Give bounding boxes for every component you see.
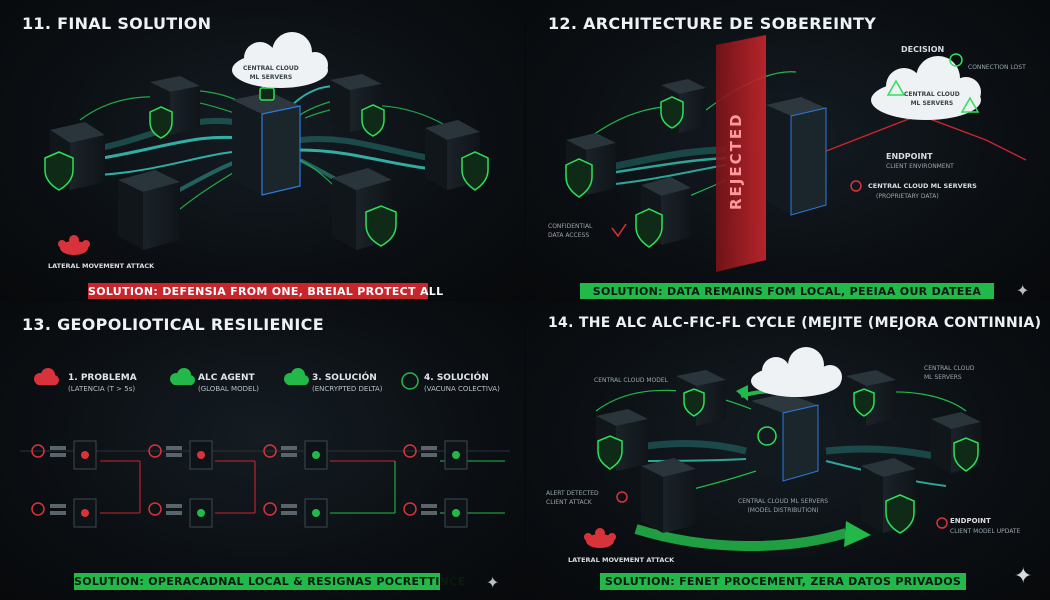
- endpoint-label: ENDPOINT: [886, 152, 933, 161]
- shield-icon: [461, 151, 489, 191]
- step-2: ALC AGENT(GLOBAL MODEL): [198, 373, 260, 393]
- right-label: CENTRAL CLOUD ML SERVERS: [924, 365, 975, 381]
- solution-banner: SOLUTION: DATA REMAINS FOM LOCAL, PEEIAA…: [580, 283, 994, 299]
- shield-icon: [361, 104, 385, 137]
- sparkle-icon: ✦: [1014, 564, 1033, 589]
- server-rack: [661, 79, 706, 133]
- flow-connectors: [20, 450, 510, 514]
- central-server: [766, 97, 827, 216]
- warning-icon: [960, 96, 980, 113]
- flow-node: [263, 498, 328, 528]
- panel-geopolitical-resilience: 13. GEOPOLIOTICAL RESILIENICE 1. PROBLEM…: [0, 301, 524, 600]
- flow-node: [403, 498, 468, 528]
- flow-node: [31, 498, 97, 528]
- panel-final-solution: 11. FINAL SOLUTION CENTRAL CLOUD ML SERV…: [0, 0, 524, 299]
- cloud-label: CENTRAL CLOUD ML SERVERS: [904, 91, 960, 107]
- cloud-label: CENTRAL CLOUD ML SERVERS: [243, 65, 299, 81]
- cloud-icon: [284, 368, 309, 385]
- decision-note: CONNECTION LOST: [968, 64, 1026, 71]
- cloud-icon: [34, 368, 59, 385]
- shield-icon: [365, 205, 397, 247]
- wall-text: REJECTED: [727, 112, 745, 210]
- endpoint-note: CLIENT MODEL UPDATE: [950, 528, 1021, 535]
- cloud-icon: [232, 32, 328, 88]
- shield-icon: [149, 106, 173, 139]
- server-rack: [50, 122, 105, 190]
- flow-node: [263, 440, 328, 470]
- sparkle-icon: ✦: [1016, 281, 1030, 299]
- shield-icon: [401, 372, 419, 390]
- solution-banner: SOLUTION: OPERACADNAL LOCAL & RESIGNAS P…: [74, 573, 466, 590]
- panel-3-illustration: [20, 368, 510, 528]
- shield-icon: [635, 208, 663, 248]
- shield-icon: [683, 388, 705, 417]
- central-server: [232, 92, 301, 196]
- flow-node: [148, 498, 213, 528]
- flow-node: [403, 440, 468, 470]
- alert-icon: [949, 53, 963, 67]
- endpoint-label: ENDPOINT: [950, 517, 991, 525]
- servers-note: (PROPRIETARY DATA): [876, 193, 939, 200]
- panel-1-illustration: [44, 32, 489, 255]
- center-label: CENTRAL CLOUD ML SERVERS (MODEL DISTRIBU…: [738, 498, 829, 514]
- reject-icon: [611, 223, 627, 238]
- alert-icon: [850, 180, 862, 192]
- server-rack: [641, 458, 696, 533]
- panel-4-illustration: [584, 347, 981, 552]
- attack-label: LATERAL MOVEMENT ATTACK: [48, 262, 155, 270]
- bug-icon: [58, 235, 90, 255]
- shield-icon: [597, 435, 623, 470]
- cycle-arrow: [634, 524, 848, 552]
- panel-title: 13. GEOPOLIOTICAL RESILIENICE: [22, 315, 324, 334]
- cloud-icon: [871, 56, 981, 120]
- solution-banner: SOLUTION: DEFENSIA FROM ONE, BREIAL PROT…: [88, 283, 444, 299]
- decision-label: DECISION: [901, 45, 945, 54]
- shield-icon: [953, 437, 979, 472]
- brain-icon: [757, 426, 777, 446]
- cloud-icon: [751, 347, 842, 397]
- shield-icon: [853, 388, 875, 417]
- firewall-wall: [716, 35, 766, 272]
- panel-title: 11. FINAL SOLUTION: [22, 14, 212, 33]
- lock-icon: [259, 87, 275, 101]
- shield-icon: [565, 158, 593, 198]
- bug-icon: [584, 528, 616, 548]
- servers-label: CENTRAL CLOUD ML SERVERS: [868, 182, 977, 190]
- top-label: CENTRAL CLOUD MODEL: [594, 377, 669, 384]
- server-rack: [846, 370, 896, 426]
- panel-architecture-sovereignty: 12. ARCHITECTURE DE SOBEREINTY REJECTED …: [526, 0, 1050, 299]
- flow-node: [148, 440, 213, 470]
- server-rack: [118, 170, 180, 250]
- cycle-arrow-head: [844, 521, 871, 547]
- shield-icon: [885, 494, 915, 534]
- cycle-arrow-head: [736, 385, 748, 401]
- central-server: [751, 393, 819, 482]
- step-4: 4. SOLUCIÓN(VACUNA COLECTIVA): [424, 373, 500, 393]
- alert-icon: [936, 517, 948, 529]
- flow-node: [31, 440, 97, 470]
- shield-icon: [660, 96, 684, 129]
- sparkle-icon: ✦: [486, 573, 500, 592]
- panel-cycle: 14. THE ALC ALC-FIC-FL CYCLE (MEJITE (ME…: [526, 301, 1050, 600]
- panel-title: 12. ARCHITECTURE DE SOBEREINTY: [548, 14, 877, 33]
- step-3: 3. SOLUCIÓN(ENCRYPTED DELTA): [312, 373, 383, 393]
- panel-2-illustration: [565, 35, 1027, 272]
- cloud-icon: [170, 368, 195, 385]
- panel-title: 14. THE ALC ALC-FIC-FL CYCLE (MEJITE (ME…: [548, 315, 1042, 331]
- solution-banner: SOLUTION: FENET PROCEMENT, ZERA DATOS PR…: [600, 573, 966, 590]
- left-label: CONFIDENTIAL DATA ACCESS: [548, 223, 593, 239]
- left-label: ALERT DETECTED CLIENT ATTACK: [546, 490, 599, 506]
- alert-icon: [616, 491, 628, 503]
- shield-icon: [44, 151, 74, 191]
- attack-label: LATERAL MOVEMENT ATTACK: [568, 556, 675, 564]
- warning-icon: [886, 79, 906, 96]
- endpoint-note: CLIENT ENVIRONMENT: [886, 163, 954, 170]
- step-1: 1. PROBLEMA(LATENCIA (T > 5s): [68, 373, 137, 393]
